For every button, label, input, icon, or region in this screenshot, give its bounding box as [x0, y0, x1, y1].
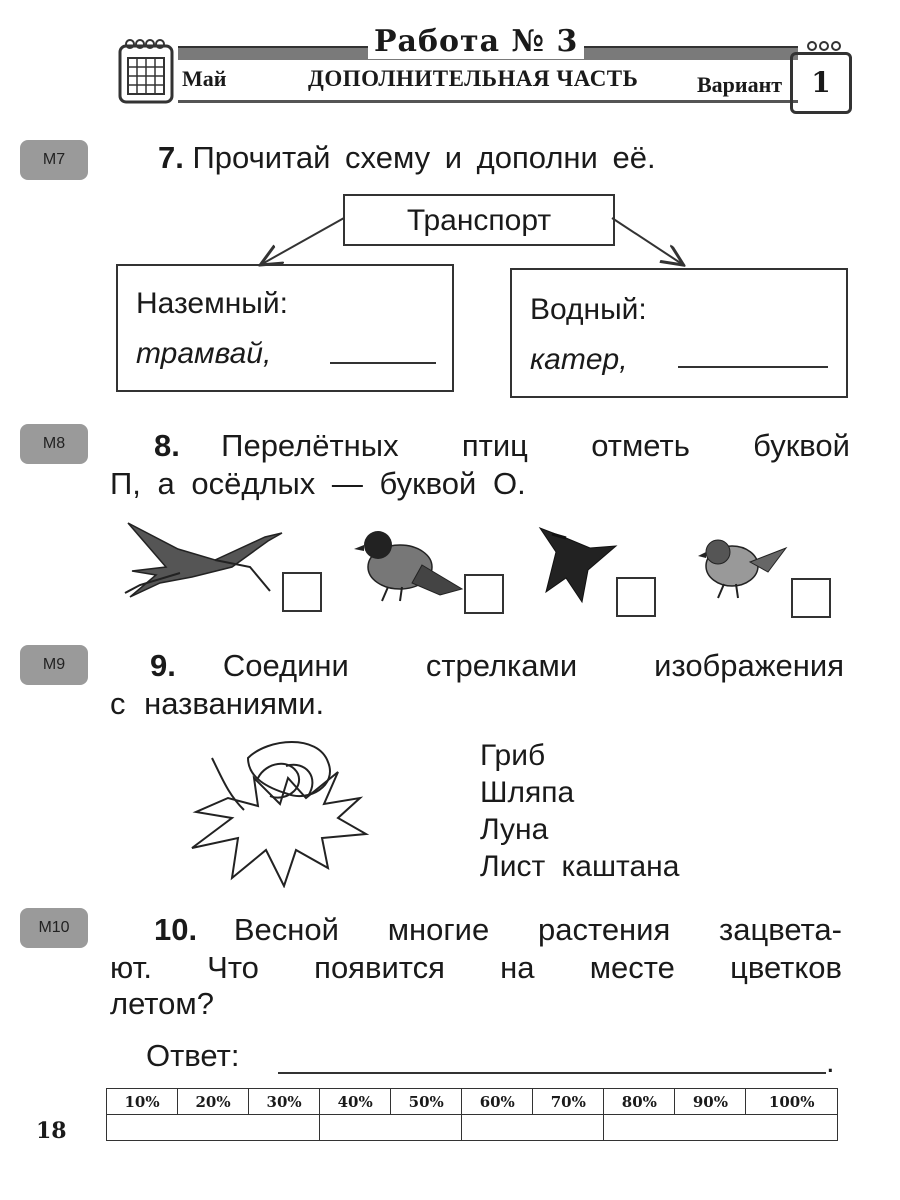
diagram-left-blank[interactable]	[330, 362, 436, 364]
score-table: 10% 20% 30% 40% 50% 60% 70% 80% 90% 100%	[105, 1088, 838, 1141]
task-10-line2: ют. Что появится на месте цветков	[110, 950, 842, 985]
diagram-root-label: Транспорт	[406, 204, 552, 237]
score-cell: 40%	[319, 1088, 392, 1115]
option-mushroom[interactable]: Гриб	[480, 739, 546, 772]
header-part: ДОПОЛНИТЕЛЬНАЯ ЧАСТЬ	[308, 66, 639, 91]
score-mark-cell[interactable]	[105, 1114, 321, 1141]
page-title: Работа № 3	[368, 24, 585, 59]
answer-line[interactable]	[278, 1072, 826, 1074]
score-mark-cell[interactable]	[603, 1114, 838, 1141]
diagram-right-example: катер,	[530, 343, 628, 376]
score-mark-cell[interactable]	[319, 1114, 463, 1141]
score-cell: 10%	[105, 1088, 179, 1115]
task-9-line2: с названиями.	[110, 686, 325, 721]
variant-label: Вариант	[697, 72, 783, 97]
diagram-left-label: Наземный:	[136, 287, 288, 320]
task-7-question: 7. Прочитай схему и дополни её.	[158, 138, 656, 178]
score-mark-cell[interactable]	[461, 1114, 605, 1141]
rook-checkbox[interactable]	[616, 577, 656, 617]
answer-label: Ответ:	[146, 1038, 240, 1073]
sparrow-checkbox[interactable]	[791, 578, 831, 618]
score-cell: 70%	[532, 1088, 605, 1115]
task-7-text: Прочитай схему и дополни её.	[192, 140, 656, 175]
score-header-row: 10% 20% 30% 40% 50% 60% 70% 80% 90% 100%	[105, 1088, 838, 1115]
sparrow-bird-image	[698, 539, 788, 599]
score-cell: 20%	[177, 1088, 250, 1115]
task-10-line1-text: Весной многие растения зацвета-	[233, 912, 842, 947]
binder-rings-icon	[804, 38, 844, 57]
task-8-line2: П, а осёдлых — буквой О.	[110, 466, 526, 501]
header-underline	[178, 100, 798, 103]
task-10-number: 10.	[154, 912, 198, 947]
bullfinch-checkbox[interactable]	[464, 574, 504, 614]
task-9-number: 9.	[150, 648, 176, 683]
rook-bird-image	[538, 526, 618, 604]
page-number: 18	[36, 1118, 67, 1144]
score-cell: 50%	[390, 1088, 463, 1115]
task-9-badge: М9	[20, 645, 88, 685]
task-8-number: 8.	[154, 428, 180, 463]
calendar-icon	[116, 34, 176, 110]
option-moon[interactable]: Луна	[480, 813, 549, 846]
overlapping-shapes-image	[191, 741, 370, 888]
answer-end-period: .	[826, 1044, 835, 1079]
score-cell: 30%	[248, 1088, 321, 1115]
diagram-left-example: трамвай,	[136, 337, 272, 370]
score-cell: 80%	[603, 1088, 676, 1115]
task-10-line3: летом?	[110, 986, 214, 1021]
diagram-right-label: Водный:	[530, 293, 647, 326]
task-7-number: 7.	[158, 140, 184, 175]
diagram-left-box: Наземный: трамвай,	[116, 264, 454, 392]
score-marks-row	[105, 1114, 838, 1141]
task-8-badge: М8	[20, 424, 88, 464]
diagram-root-box: Транспорт	[343, 194, 615, 246]
crane-checkbox[interactable]	[282, 572, 322, 612]
header-month: Май	[182, 66, 227, 91]
task-7-diagram-arrows	[0, 217, 900, 420]
task-10-line1: 10. Весной многие растения зацвета-	[154, 910, 842, 950]
task-10-badge: М10	[20, 908, 88, 948]
task-8-line1: 8. Перелётных птиц отметь буквой	[154, 426, 850, 466]
diagram-right-blank[interactable]	[678, 366, 828, 368]
option-hat[interactable]: Шляпа	[480, 776, 575, 809]
task-9-line1: 9. Соедини стрелками изображения	[150, 646, 844, 686]
task-8-line1-text: Перелётных птиц отметь буквой	[221, 428, 850, 463]
diagram-right-box: Водный: катер,	[510, 268, 848, 398]
score-cell: 100%	[745, 1088, 838, 1115]
option-chestnut-leaf[interactable]: Лист каштана	[480, 850, 680, 883]
score-cell: 60%	[461, 1088, 534, 1115]
bullfinch-bird-image	[354, 531, 464, 602]
variant-number: 1	[790, 52, 852, 114]
task-9-line1-text: Соедини стрелками изображения	[222, 648, 844, 683]
score-cell: 90%	[674, 1088, 747, 1115]
crane-bird-image	[124, 522, 283, 598]
task-7-badge: М7	[20, 140, 88, 180]
